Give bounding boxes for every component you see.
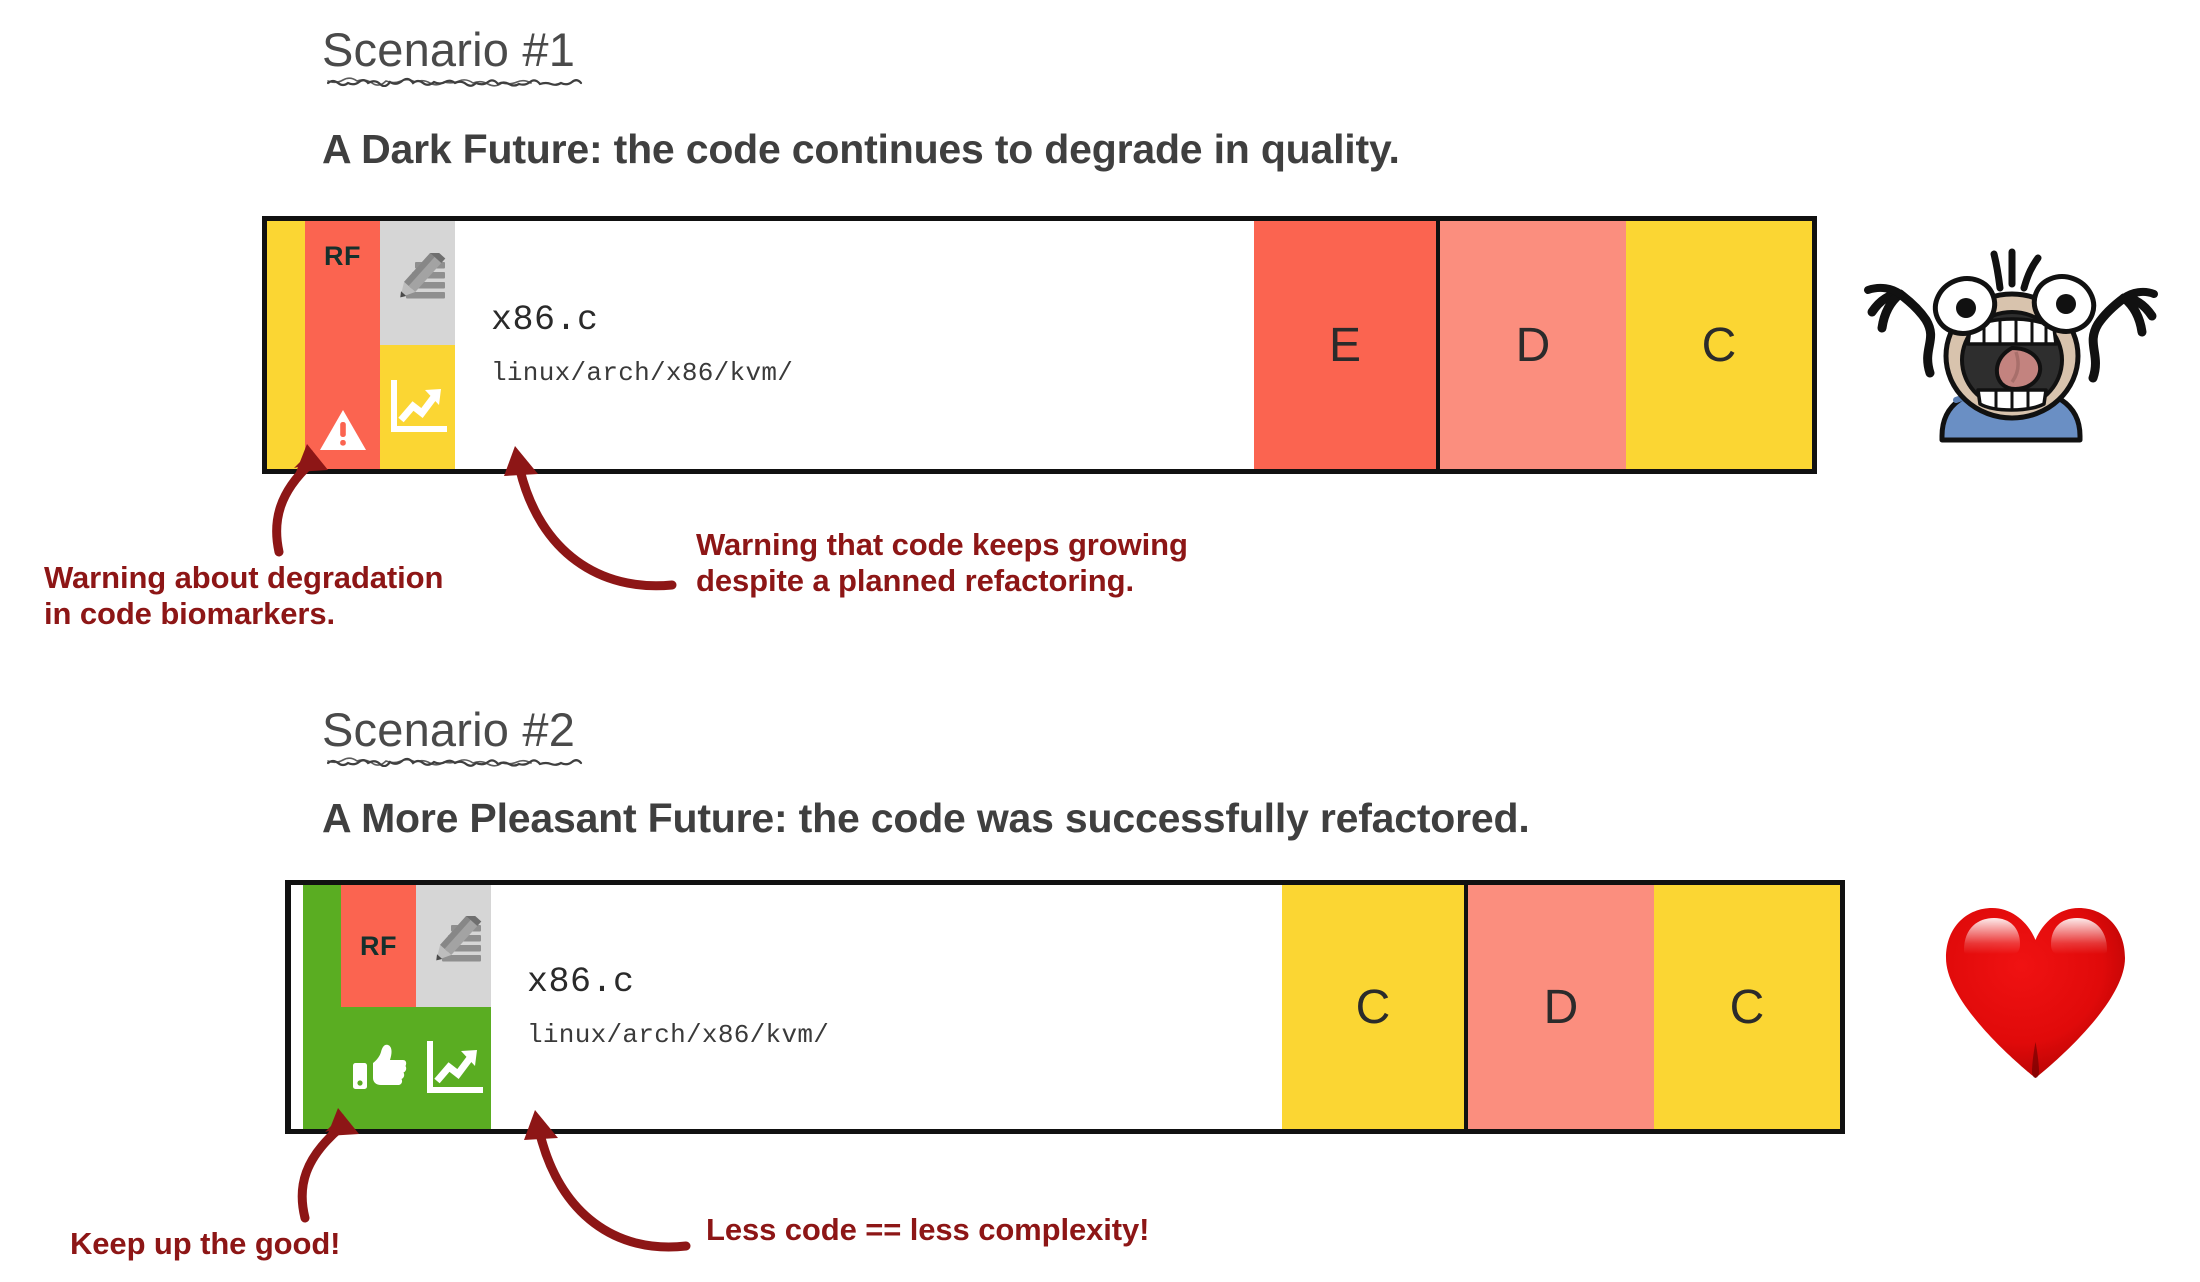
grade-cell-2[interactable]: D [1468, 885, 1654, 1129]
refactoring-flag-cell[interactable]: RF [341, 885, 416, 1007]
grade-letter: D [1543, 980, 1579, 1034]
card-2-grade-strip: C D C [1282, 885, 1840, 1129]
card-1-badge-cluster: RF [267, 221, 455, 469]
grade-letter: E [1328, 318, 1361, 372]
card-1-file-info: x86.c linux/arch/x86/kvm/ [455, 221, 1254, 469]
card-2-file-info: x86.c linux/arch/x86/kvm/ [491, 885, 1282, 1129]
red-heart-emoji-svg [1946, 908, 2125, 1078]
annotation-keep-up-good: Keep up the good! [70, 1226, 341, 1261]
grade-letter: D [1515, 318, 1551, 372]
grade-letter: C [1355, 980, 1391, 1034]
scenario-1-subtitle: A Dark Future: the code continues to deg… [322, 126, 1400, 172]
red-heart-emoji [1938, 892, 2133, 1088]
grade-cell-3[interactable]: C [1626, 221, 1812, 469]
trend-up-chart-icon [389, 380, 447, 434]
scenario-1-underline-scribble [327, 77, 627, 87]
thumbs-up-icon [351, 1043, 407, 1093]
screaming-face-emoji [1860, 228, 2160, 453]
file-name: x86.c [491, 300, 599, 341]
rf-label: RF [324, 241, 361, 271]
annotation-warning-degradation: Warning about degradation in code biomar… [44, 560, 444, 632]
pencil-edit-icon-svg [399, 253, 445, 299]
card-2-icon-grid: RF [341, 885, 491, 1129]
thumbs-up-icon-svg [352, 1044, 406, 1089]
grade-letter: C [1729, 980, 1765, 1034]
pencil-edit-icon-svg [435, 916, 481, 962]
scenario-2-heading: Scenario #2 [322, 703, 576, 756]
trend-up-chart-icon-svg [426, 1041, 483, 1093]
trend-up-chart-icon-svg [390, 380, 447, 432]
grade-cell-1[interactable]: E [1254, 221, 1440, 469]
card-2-status-stripe [303, 885, 341, 1129]
trend-chart-cell[interactable] [380, 345, 455, 469]
screaming-face-emoji-svg [1864, 248, 2158, 443]
card-2-badge-cluster: RF [291, 885, 491, 1129]
annotation-warning-growth: Warning that code keeps growing despite … [696, 527, 1188, 599]
thumbs-up-cell[interactable] [341, 1007, 416, 1129]
scenario-2-subtitle: A More Pleasant Future: the code was suc… [322, 795, 1530, 841]
pencil-edit-cell[interactable] [380, 221, 455, 345]
card-1-status-stripe [267, 221, 305, 469]
refactoring-flag-cell[interactable]: RF [305, 221, 380, 469]
code-health-card-scenario-2[interactable]: RF [285, 880, 1845, 1134]
grade-letter: C [1701, 318, 1737, 372]
file-path: linux/arch/x86/kvm/ [491, 357, 794, 388]
warning-triangle-icon-svg [319, 410, 366, 450]
pencil-edit-cell[interactable] [416, 885, 491, 1007]
code-health-card-scenario-1[interactable]: RF [262, 216, 1817, 474]
pencil-edit-icon [387, 253, 449, 313]
pencil-edit-icon [423, 916, 485, 976]
trend-up-chart-icon [425, 1041, 483, 1095]
card-1-grade-strip: E D C [1254, 221, 1812, 469]
file-path: linux/arch/x86/kvm/ [527, 1019, 830, 1050]
card-1-icon-grid: RF [305, 221, 455, 469]
trend-chart-cell[interactable] [416, 1007, 491, 1129]
rf-label: RF [360, 930, 397, 961]
grade-cell-1[interactable]: C [1282, 885, 1468, 1129]
scenario-2-underline-scribble [327, 757, 627, 767]
grade-cell-3[interactable]: C [1654, 885, 1840, 1129]
file-name: x86.c [527, 962, 635, 1003]
grade-cell-2[interactable]: D [1440, 221, 1626, 469]
annotation-less-complexity: Less code == less complexity! [706, 1212, 1150, 1247]
scenario-1-heading: Scenario #1 [322, 23, 576, 76]
warning-triangle-icon [318, 408, 368, 453]
